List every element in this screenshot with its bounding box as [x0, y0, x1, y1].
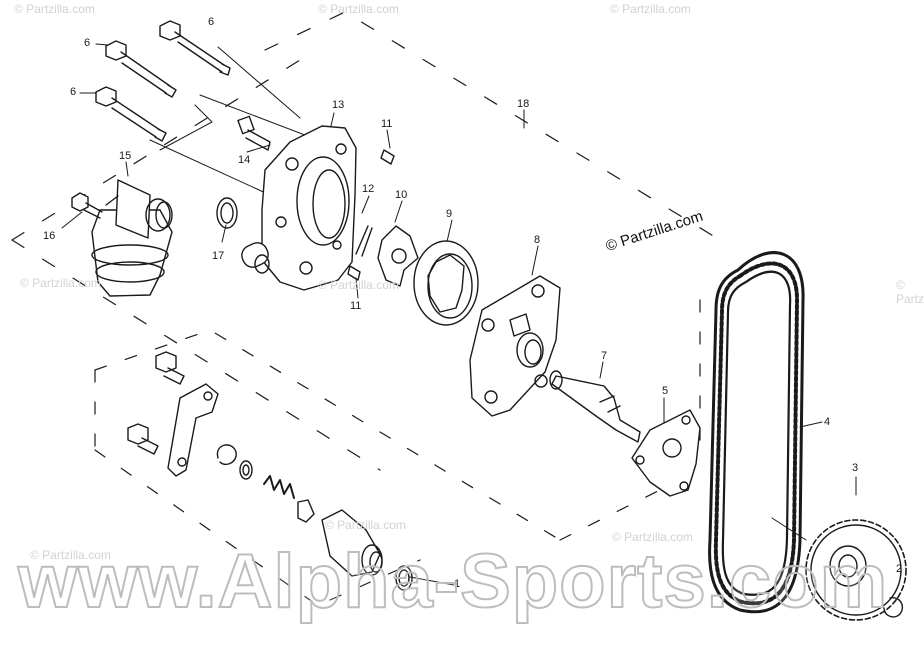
callout-10: 10 — [395, 189, 408, 201]
callout-12: 12 — [362, 183, 375, 195]
callout-5: 5 — [662, 385, 669, 397]
callout-8: 8 — [534, 234, 541, 246]
callout-13: 13 — [332, 99, 345, 111]
callout-16: 16 — [43, 230, 56, 242]
watermark-partzilla-4: © Partzilla.com — [20, 276, 101, 290]
inner-rotor-10 — [377, 225, 419, 287]
callout-2: 2 — [896, 563, 903, 575]
watermark-partzilla-6: © Partzilla.com — [30, 548, 111, 562]
pin-14 — [237, 115, 271, 151]
circlip-2 — [883, 597, 904, 618]
gasket-plate-5 — [631, 409, 701, 497]
pump-cover-8 — [469, 275, 561, 417]
watermark-partzilla-3: © Partzilla.com — [610, 2, 691, 16]
outer-rotor-9 — [413, 240, 479, 326]
callout-3: 3 — [852, 462, 859, 474]
callout-7: 7 — [601, 350, 608, 362]
bolt-6-top — [159, 20, 231, 76]
o-ring-17 — [216, 197, 238, 229]
relief-valve-assembly — [127, 351, 413, 591]
watermark-partzilla-5: © Partzilla.com — [318, 278, 399, 292]
drive-shaft-7 — [549, 370, 641, 443]
callout-4: 4 — [824, 416, 831, 428]
dowel-pin-11-top — [380, 149, 395, 165]
pump-body-13 — [241, 125, 357, 291]
callout-15: 15 — [119, 150, 132, 162]
callout-18: 18 — [517, 98, 530, 110]
callout-17: 17 — [212, 250, 225, 262]
callout-14: 14 — [238, 154, 251, 166]
callout-11-top: 11 — [381, 118, 393, 130]
callout-6-middle: 6 — [84, 37, 91, 49]
callout-9: 9 — [446, 208, 453, 220]
watermark-partzilla-1: © Partzilla.com — [14, 2, 95, 16]
drive-chain-4 — [708, 251, 805, 614]
oil-strainer-15 — [91, 179, 173, 297]
callout-6-bottom: 6 — [70, 86, 77, 98]
watermark-partzilla-2: © Partzilla.com — [318, 2, 399, 16]
bolt-16 — [71, 192, 103, 219]
dowel-pin-11-bottom — [347, 265, 361, 281]
callout-1: 1 — [454, 578, 461, 590]
callout-11-bottom: 11 — [350, 300, 362, 312]
callout-6-top: 6 — [208, 16, 215, 28]
shaft-12 — [355, 225, 373, 257]
sprocket-3 — [805, 519, 907, 621]
watermark-alpha-sports: www.Alpha-Sports.com — [17, 538, 889, 625]
group-outline-upper — [11, 11, 721, 471]
bolt-6-bottom — [95, 86, 167, 142]
watermark-partzilla-8: © Partzilla.com — [612, 530, 693, 544]
watermark-partzilla-9: © Partzilla.com — [896, 278, 924, 306]
watermark-partzilla-7: © Partzilla.com — [325, 518, 406, 532]
bolt-6-middle — [105, 40, 177, 98]
